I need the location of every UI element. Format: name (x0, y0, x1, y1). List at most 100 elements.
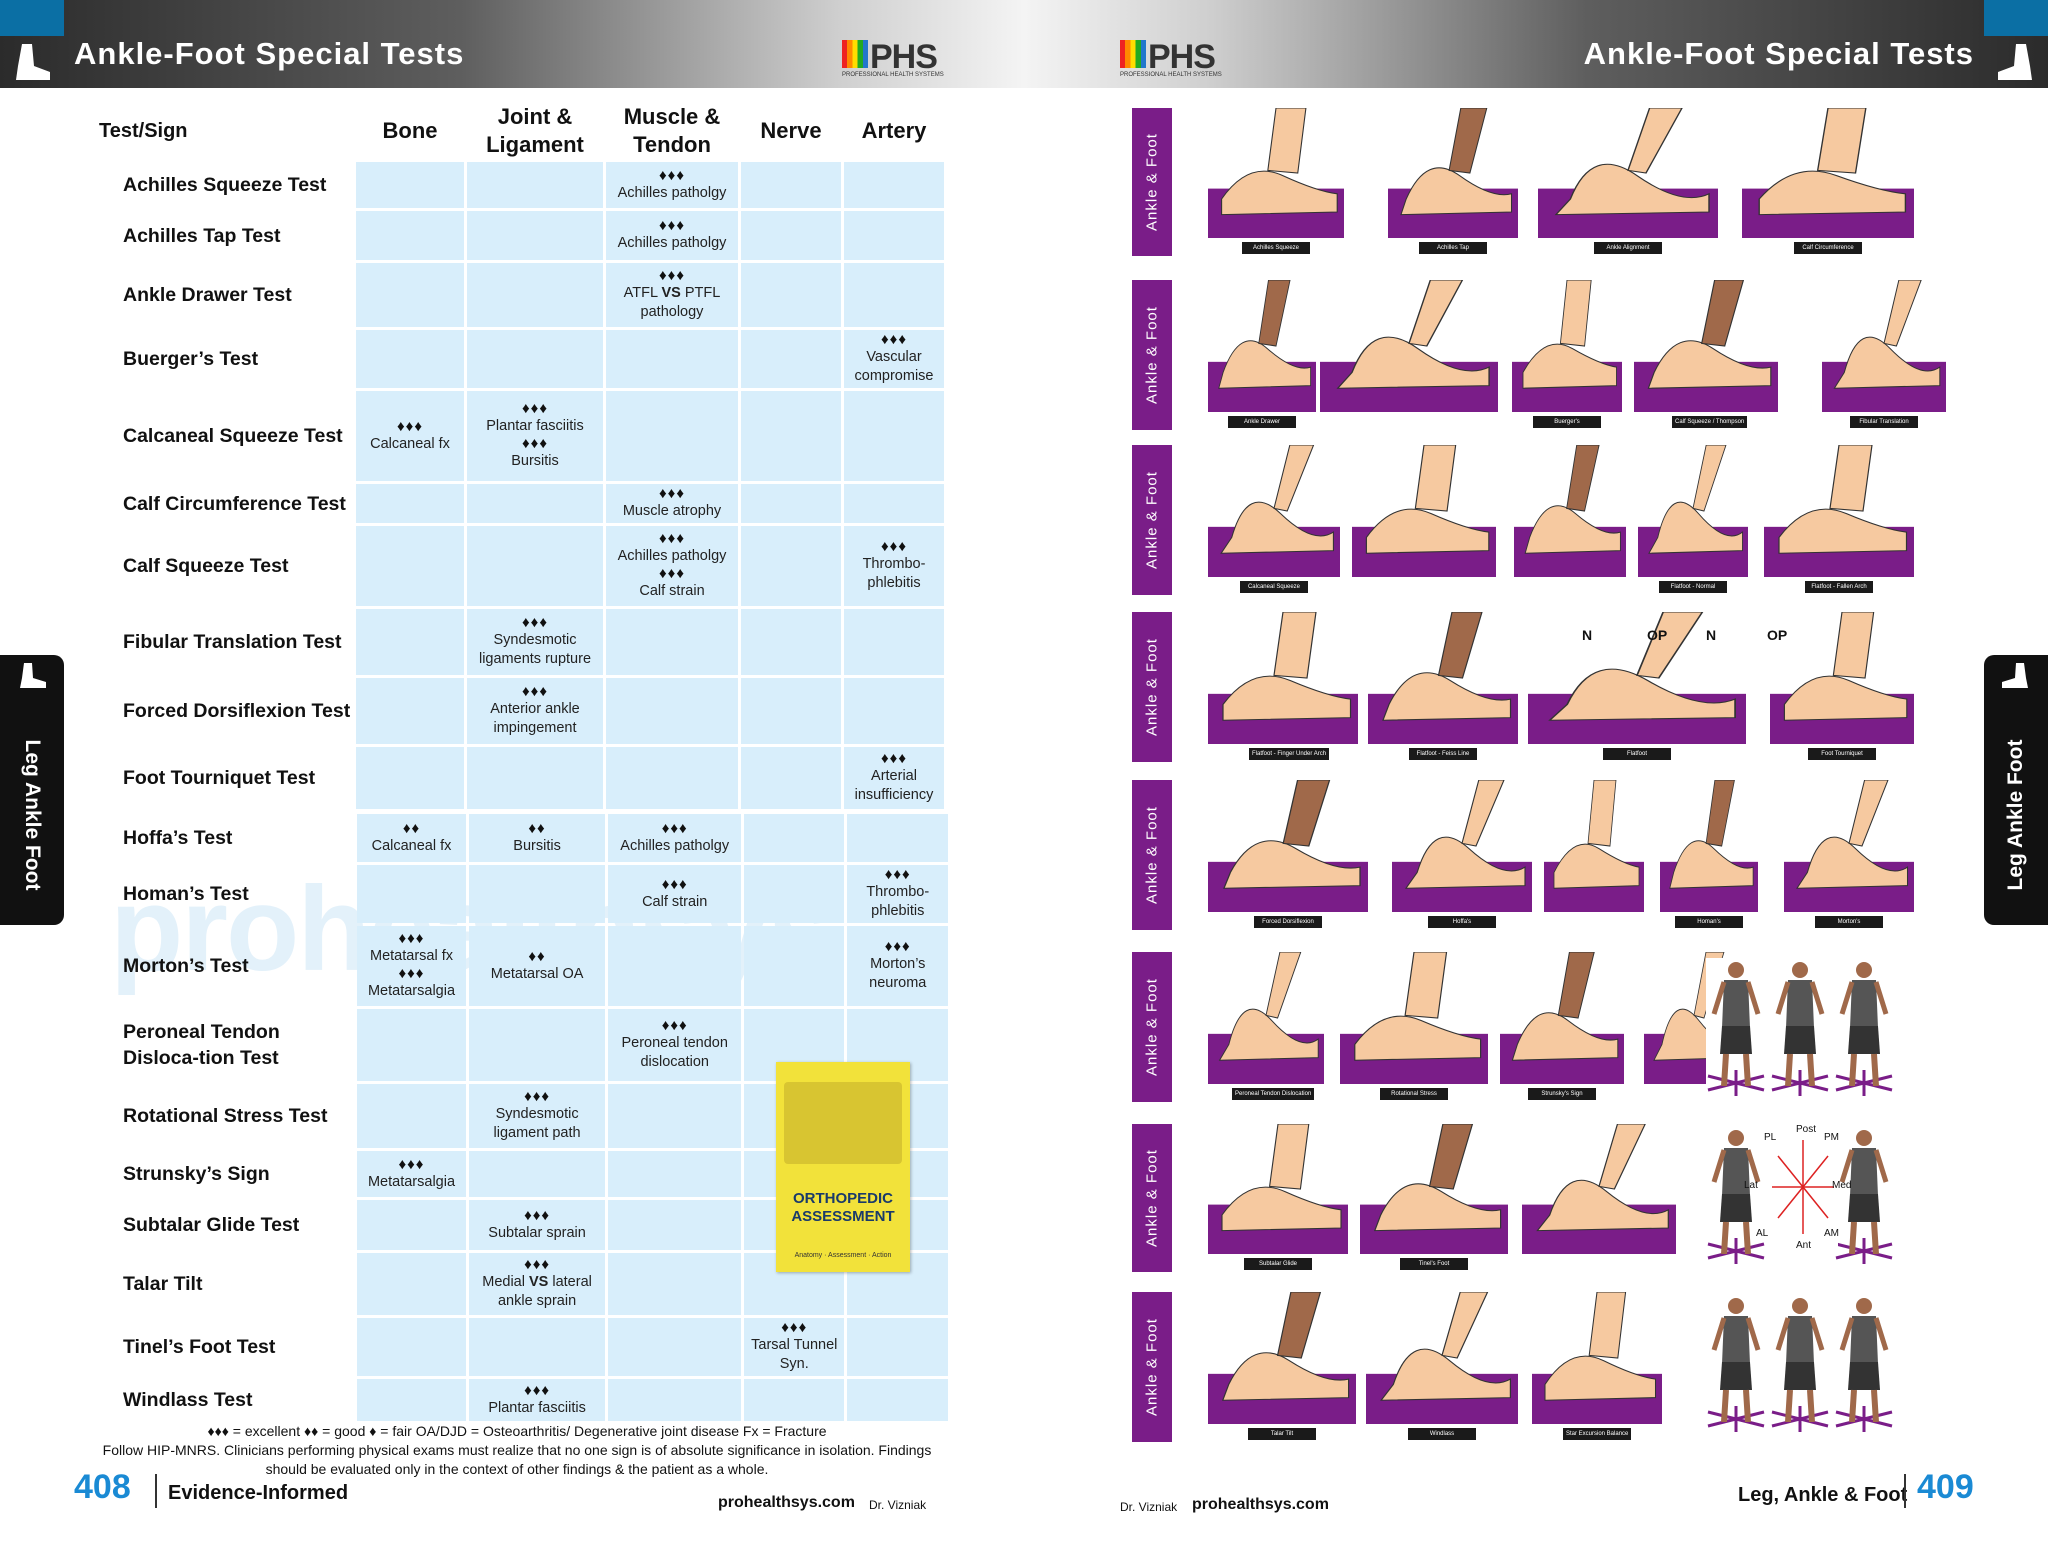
section-band-label: Ankle & Foot (1143, 1149, 1161, 1247)
finding-text: Calcaneal fx (370, 435, 450, 452)
logo-subtext: PROFESSIONAL HEALTH SYSTEMS (842, 72, 944, 78)
cell-bone (356, 526, 464, 606)
balance-figure (1706, 958, 1766, 1098)
finding-text: Muscle atrophy (622, 503, 722, 519)
cell-muscle-tendon: ♦♦♦Achilles patholgy (608, 814, 742, 862)
test-name-rotational-stress-test: Rotational Stress Test (123, 1105, 328, 1127)
test-photo (1208, 1292, 1356, 1424)
cell-nerve (741, 678, 841, 744)
photo-caption: Calcaneal Squeeze (1240, 581, 1308, 593)
test-photo (1208, 952, 1324, 1084)
section-band: Ankle & Foot (1132, 1124, 1172, 1272)
cell-joint-ligament (467, 211, 603, 260)
side-tab[interactable]: Leg Ankle Foot (1984, 655, 2048, 925)
section-band-label: Ankle & Foot (1143, 133, 1161, 231)
cell-muscle-tendon: ♦♦♦Peroneal tendon dislocation (608, 1009, 742, 1081)
test-photo (1500, 952, 1624, 1084)
cell-muscle-tendon: ♦♦♦Achilles patholgy (606, 162, 738, 208)
foot-icon (20, 663, 46, 688)
cell-nerve (741, 391, 841, 481)
cell-joint-ligament (467, 263, 603, 327)
rating-diamonds: ♦♦♦ (524, 1088, 551, 1105)
star-direction-label: AM (1824, 1228, 1839, 1239)
page-number: 408 (74, 1468, 131, 1506)
cell-muscle-tendon (606, 678, 738, 744)
rating-diamonds: ♦♦♦ (522, 435, 548, 452)
footer-site: prohealthsys.com (718, 1494, 855, 1511)
cell-muscle-tendon (606, 609, 738, 675)
table-header-row: Test/Sign Bone Joint & Ligament Muscle &… (95, 103, 944, 159)
cell-nerve (741, 162, 841, 208)
footer-site: prohealthsys.com (1192, 1496, 1329, 1513)
finding-text: Plantar fasciitis (486, 418, 584, 434)
photo-caption: Calf Circumference (1794, 242, 1862, 254)
cell-muscle-tendon (608, 1318, 742, 1376)
footer-author: Dr. Vizniak (869, 1498, 927, 1512)
star-direction-label: Lat (1744, 1180, 1758, 1191)
test-photo (1512, 280, 1622, 412)
cell-muscle-tendon (608, 1379, 742, 1421)
test-photo (1208, 108, 1344, 238)
cell-muscle-tendon (608, 1253, 742, 1315)
cell-artery: ♦♦♦Thrombo-phlebitis (847, 865, 948, 923)
cell-artery (844, 609, 944, 675)
logo-subtext: PROFESSIONAL HEALTH SYSTEMS (1120, 72, 1222, 78)
flatfoot-label: OP (1647, 627, 1668, 643)
cell-joint-ligament (467, 747, 603, 809)
finding-text: Plantar fasciitis (488, 1399, 586, 1416)
test-photo (1320, 280, 1498, 412)
cell-bone (357, 1009, 466, 1081)
finding-text: Metatarsal fx (369, 948, 453, 964)
side-tab[interactable]: Leg Ankle Foot (0, 655, 64, 925)
cell-artery (844, 678, 944, 744)
cell-artery: ♦♦♦Arterial insufficiency (844, 747, 944, 809)
rating-diamonds: ♦♦♦ (781, 1319, 808, 1336)
star-direction-label: Ant (1796, 1240, 1812, 1251)
cell-bone: ♦♦♦Metatarsalgia (357, 1151, 466, 1197)
cell-joint-ligament: ♦♦♦Syndesmotic ligaments rupture (467, 609, 603, 675)
cell-muscle-tendon (606, 391, 738, 481)
section-band: Ankle & Foot (1132, 108, 1172, 256)
cell-bone (357, 1318, 466, 1376)
photo-caption: Subtalar Glide (1244, 1258, 1312, 1270)
section-band: Ankle & Foot (1132, 280, 1172, 430)
cell-bone (357, 865, 466, 923)
test-photo (1208, 445, 1340, 577)
cell-joint-ligament: ♦♦♦Subtalar sprain (468, 1200, 606, 1250)
test-photo (1822, 280, 1946, 412)
cell-bone (357, 1253, 466, 1315)
test-photo (1634, 280, 1778, 412)
rating-diamonds: ♦♦♦ (659, 166, 685, 184)
cell-artery (847, 1318, 948, 1376)
cell-nerve (741, 330, 841, 388)
cell-muscle-tendon (606, 330, 738, 388)
book-subtitle: Anatomy · Assessment · Action (794, 1252, 892, 1259)
photo-caption: Homan's (1675, 916, 1743, 928)
legend-key: ♦♦♦ = excellent ♦♦ = good ♦ = fair OA/DJ… (207, 1423, 827, 1439)
star-excursion-diagram (1768, 1126, 1838, 1248)
test-name-achilles-squeeze-test: Achilles Squeeze Test (123, 174, 327, 196)
finding-text: ATFL VS PTFL pathology (623, 285, 721, 320)
test-name-homan-s-test: Homan’s Test (123, 883, 249, 905)
cell-artery (844, 263, 944, 327)
table-row: Calf Squeeze Test♦♦♦Achilles patholgy♦♦♦… (95, 526, 944, 606)
photo-caption: Flatfoot - Finger Under Arch (1249, 748, 1330, 760)
special-tests-table-top: Test/Sign Bone Joint & Ligament Muscle &… (92, 100, 947, 812)
table-row: Achilles Tap Test♦♦♦Achilles patholgy (95, 211, 944, 260)
cell-bone: ♦♦Calcaneal fx (357, 814, 466, 862)
rating-diamonds: ♦♦♦ (661, 819, 688, 837)
header-accent (0, 0, 64, 36)
footer-author: Dr. Vizniak (1120, 1500, 1178, 1514)
finding-text: Thrombo-phlebitis (866, 884, 930, 919)
finding-text: Bursitis (511, 453, 559, 469)
rating-diamonds: ♦♦♦ (659, 267, 685, 284)
header-accent (1984, 0, 2048, 36)
test-photo (1514, 445, 1626, 577)
cell-artery (844, 211, 944, 260)
test-photo (1352, 445, 1496, 577)
cell-artery (847, 1379, 948, 1421)
logo-text: PHS (870, 38, 938, 76)
cell-joint-ligament (467, 330, 603, 388)
section-band-label: Ankle & Foot (1143, 978, 1161, 1076)
section-band-label: Ankle & Foot (1143, 306, 1161, 404)
